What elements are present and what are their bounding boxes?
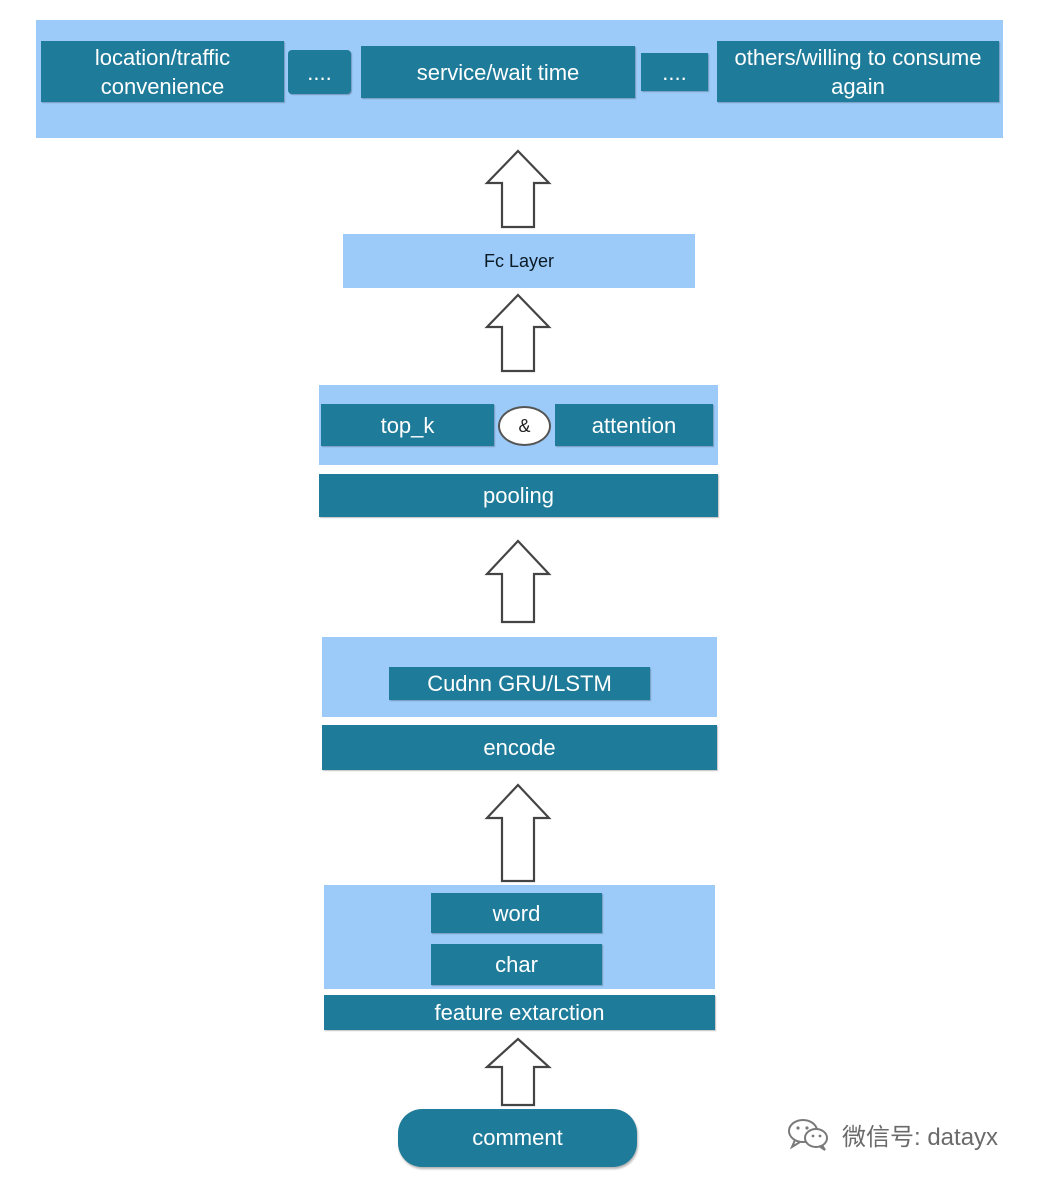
up-arrow-icon [484, 783, 552, 883]
output-service-wait-time: service/wait time [361, 46, 635, 98]
output-location-traffic: location/traffic convenience [41, 41, 284, 102]
up-arrow-icon [484, 293, 552, 373]
up-arrow-icon [484, 1037, 552, 1107]
output-others-willing: others/willing to consume again [717, 41, 999, 102]
up-arrow-icon [484, 149, 552, 229]
attention-box: attention [555, 404, 713, 446]
pooling-label-bar: pooling [319, 474, 718, 517]
fc-layer-label: Fc Layer [483, 250, 555, 271]
fc-layer-panel: Fc Layer [343, 234, 695, 288]
output-ellipsis-2: .... [641, 53, 708, 91]
up-arrow-icon [484, 539, 552, 624]
output-ellipsis-1: .... [288, 50, 351, 94]
watermark: 微信号: datayx [786, 1114, 998, 1154]
char-box: char [431, 944, 602, 985]
watermark-text: 微信号: datayx [842, 1123, 999, 1151]
top-k-box: top_k [321, 404, 494, 446]
wechat-icon [788, 1119, 828, 1151]
comment-input-node: comment [398, 1109, 637, 1167]
cudnn-gru-lstm-box: Cudnn GRU/LSTM [389, 667, 650, 700]
word-box: word [431, 893, 602, 933]
feature-extraction-bar: feature extarction [324, 995, 715, 1030]
encode-label-bar: encode [322, 725, 717, 770]
ampersand-node: & [498, 406, 551, 446]
